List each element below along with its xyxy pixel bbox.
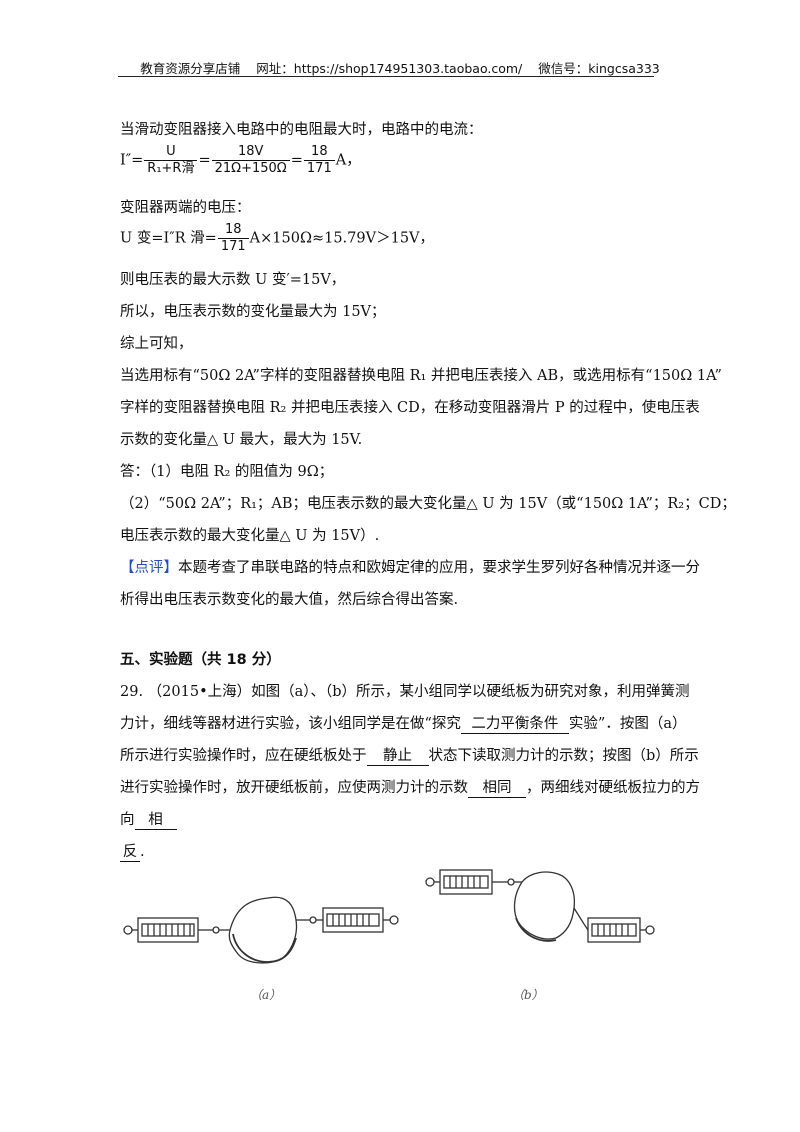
text-line: 则电压表的最大示数 U 变′=15V，: [120, 272, 346, 288]
answer-blank: 反: [120, 840, 140, 862]
comment-line: 析得出电压表示数变化的最大值，然后综合得出答案.: [120, 592, 459, 608]
question-line: 反.: [120, 840, 145, 862]
header-divider: [118, 76, 654, 77]
experiment-figures: （a） （b）: [118, 868, 658, 1008]
page-header: 教育资源分享店铺 网址：https://shop174951303.taobao…: [0, 58, 800, 77]
answer-blank: 二力平衡条件: [460, 712, 569, 734]
text-line: 所以，电压表示数的变化量最大为 15V；: [120, 304, 386, 320]
text-line: 变阻器两端的电压：: [120, 200, 251, 216]
text-line: 字样的变阻器替换电阻 R₂ 并把电压表接入 CD，在移动变阻器滑片 P 的过程中…: [120, 400, 700, 416]
figure-caption-b: （b）: [512, 988, 544, 1002]
question-line: 所示进行实验操作时，应在硬纸板处于静止状态下读取测力计的示数；按图（b）所示: [120, 744, 699, 766]
figure-caption-a: （a）: [250, 988, 282, 1002]
question-line: 向相: [120, 808, 177, 830]
text-line: 当选用标有“50Ω 2A”字样的变阻器替换电阻 R₁ 并把电压表接入 AB，或选…: [120, 368, 722, 384]
text-line: 示数的变化量△ U 最大，最大为 15V.: [120, 432, 363, 448]
text-line: 当滑动变阻器接入电路中的电阻最大时，电路中的电流：: [120, 122, 483, 138]
header-url[interactable]: 网址：https://shop174951303.taobao.com/: [256, 61, 523, 76]
answer-line: 电压表示数的最大变化量△ U 为 15V）.: [120, 528, 380, 544]
answer-blank: 相: [134, 808, 177, 830]
answer-blank: 静止: [366, 744, 429, 766]
header-shop: 教育资源分享店铺: [140, 61, 241, 76]
header-wechat: 微信号：kingcsa333: [538, 61, 660, 76]
answer-blank: 相同: [468, 776, 526, 798]
question-line: 进行实验操作时，放开硬纸板前，应使两测力计的示数相同，两细线对硬纸板拉力的方: [120, 776, 700, 798]
comment-tag: 【点评】: [120, 560, 178, 576]
question-line: 力计，细线等器材进行实验，该小组同学是在做“探究二力平衡条件实验”．按图（a）: [120, 712, 686, 734]
answer-line: （2）“50Ω 2A”；R₁；AB；电压表示数的最大变化量△ U 为 15V（或…: [120, 496, 736, 512]
question-line: 29. （2015•上海）如图（a）、（b）所示，某小组同学以硬纸板为研究对象，…: [120, 684, 690, 700]
answer-line: 答：（1）电阻 R₂ 的阻值为 9Ω；: [120, 464, 334, 480]
text-line: 综上可知，: [120, 336, 193, 352]
section-title: 五、实验题（共 18 分）: [120, 652, 281, 668]
comment-line: 【点评】本题考查了串联电路的特点和欧姆定律的应用，要求学生罗列好各种情况并逐一分: [120, 560, 700, 576]
figure-drawing: [123, 869, 655, 964]
